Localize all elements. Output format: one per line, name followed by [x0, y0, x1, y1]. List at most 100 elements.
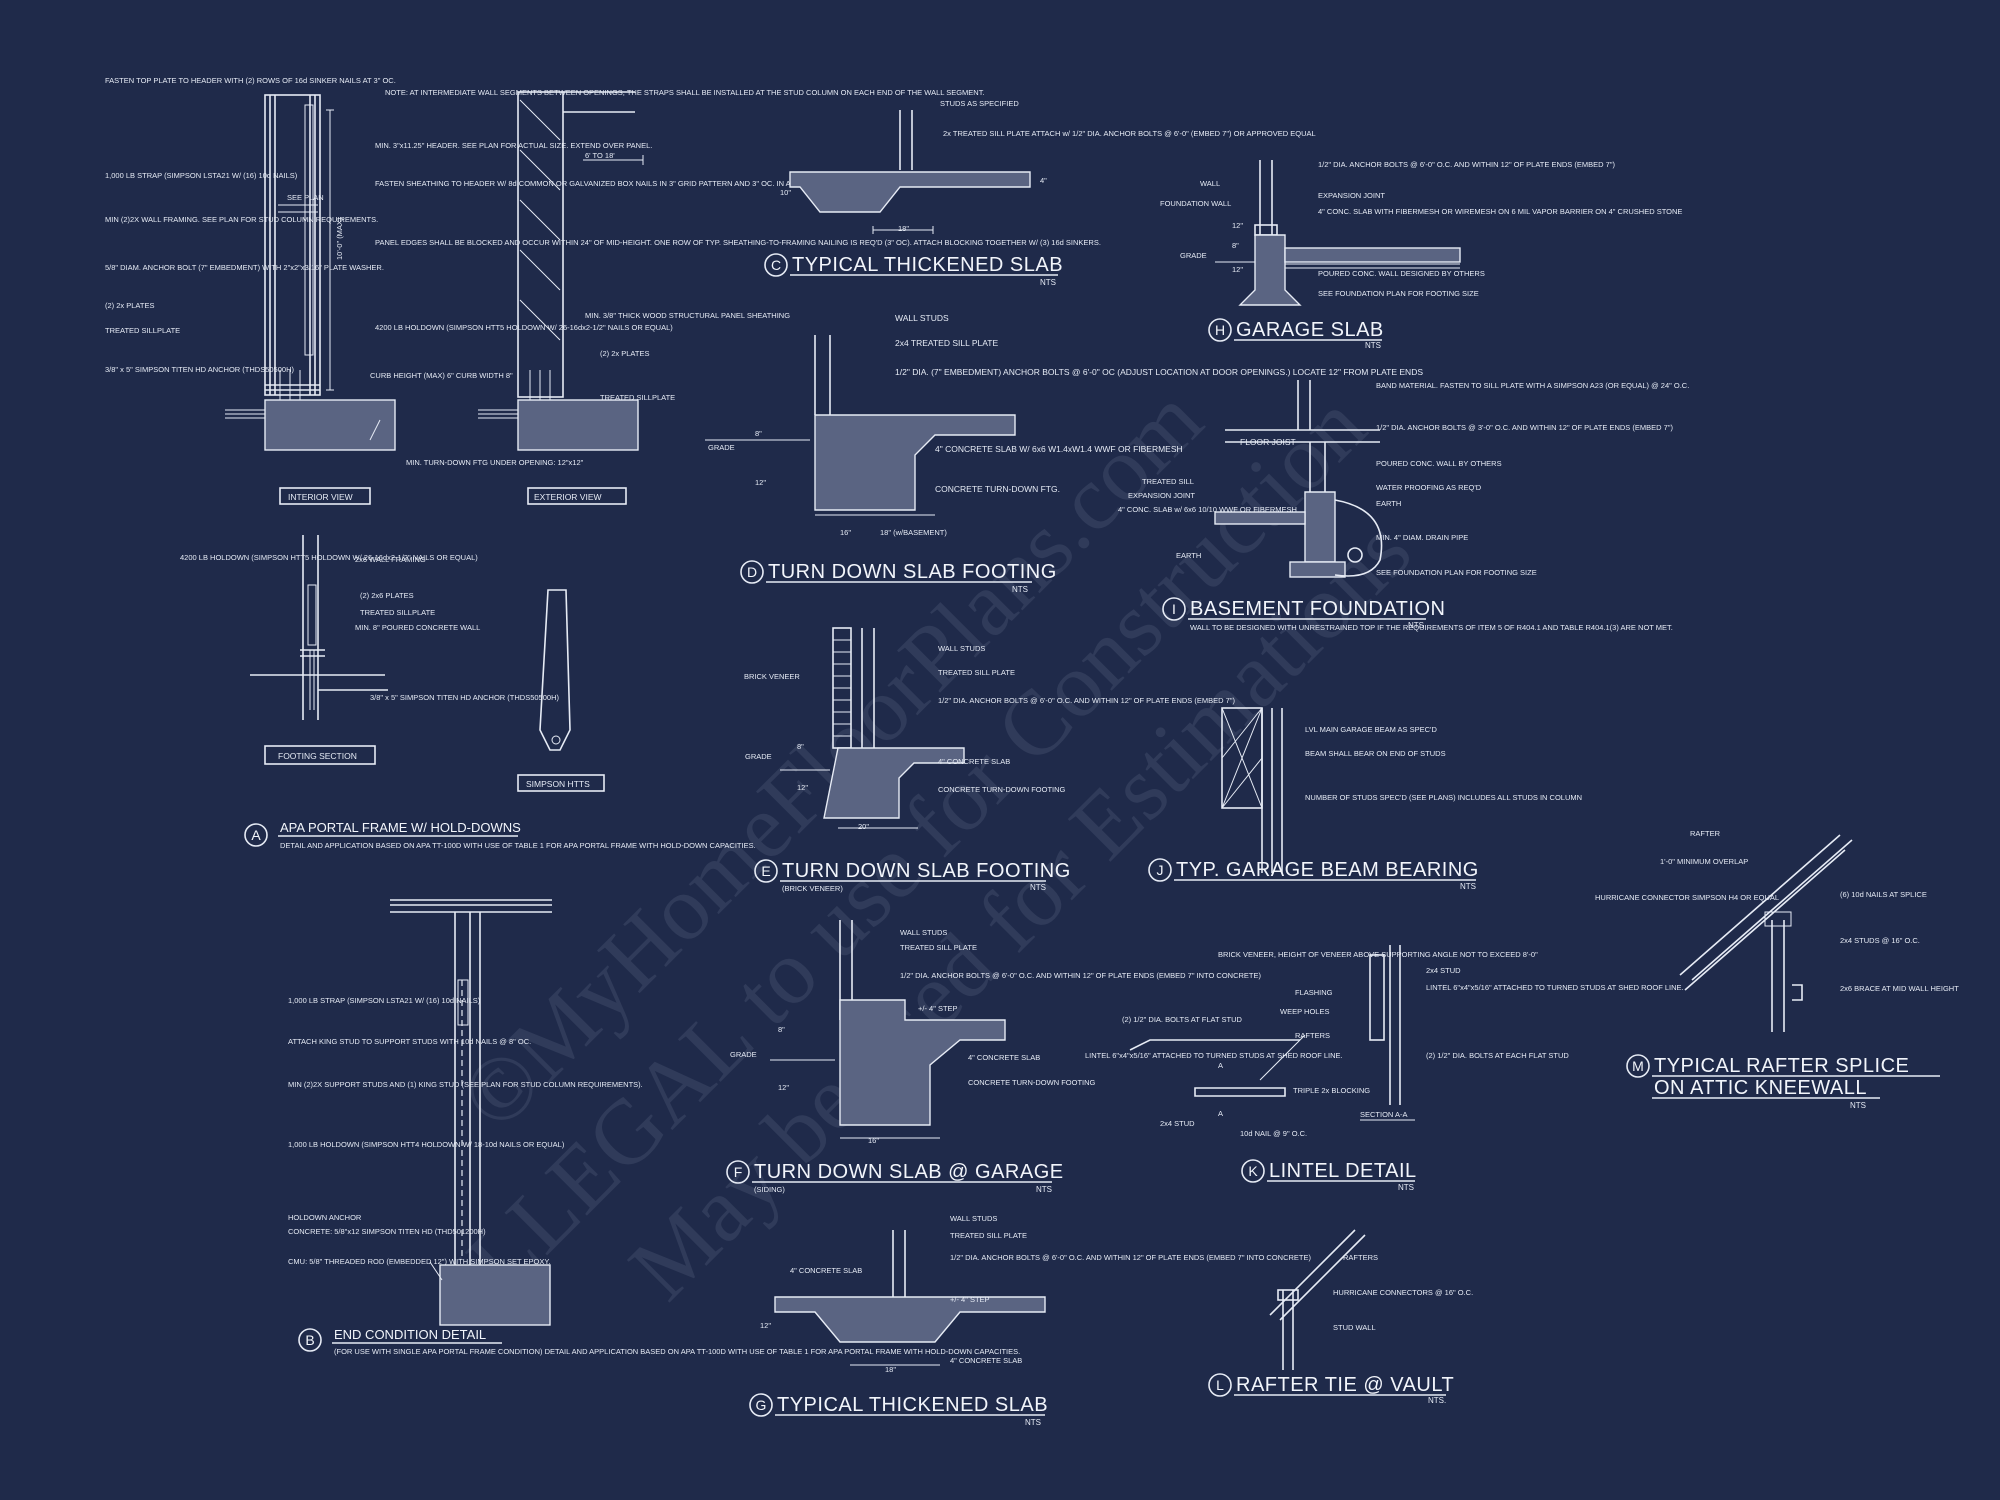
note-f-1: WALL STUDS [900, 928, 947, 937]
label-d-grade: GRADE [708, 443, 735, 452]
note-m-5: 2x4 STUDS @ 16" O.C. [1840, 936, 1920, 945]
note-k-left-7: TRIPLE 2x BLOCKING [1293, 1086, 1370, 1095]
dim-d-8: 8" [755, 429, 762, 438]
note-f-2: TREATED SILL PLATE [900, 943, 977, 952]
view-label-box-interior [279, 487, 371, 505]
note-h-4: POURED CONC. WALL DESIGNED BY OTHERS [1318, 269, 1485, 278]
detail-d-title: TURN DOWN SLAB FOOTING [768, 561, 1057, 583]
detail-i-title: BASEMENT FOUNDATION [1190, 598, 1445, 620]
note-i-4: WATER PROOFING AS REQ'D [1376, 483, 1482, 492]
note-a-mid-1: NOTE: AT INTERMEDIATE WALL SEGMENTS BETW… [385, 88, 985, 97]
note-a-foot-5: MIN. 8" POURED CONCRETE WALL [355, 623, 480, 632]
detail-i: FLOOR JOIST TREATED SILL EXPANSION JOINT… [1118, 380, 1689, 632]
note-d-3: 1/2" DIA. (7" EMBEDMENT) ANCHOR BOLTS @ … [895, 367, 1423, 377]
detail-g-nts: NTS [1025, 1418, 1041, 1427]
note-i-1: BAND MATERIAL. FASTEN TO SILL PLATE WITH… [1376, 381, 1689, 390]
note-h-2: EXPANSION JOINT [1318, 191, 1385, 200]
note-f-3: 1/2" DIA. ANCHOR BOLTS @ 6'-0" O.C. AND … [900, 971, 1262, 980]
dim-g-18: 18" [885, 1365, 896, 1374]
note-d-5: CONCRETE TURN-DOWN FTG. [935, 484, 1060, 494]
dim-d-18: 18" (w/BASEMENT) [880, 528, 947, 537]
dim-c-4: 4" [1040, 176, 1047, 185]
detail-g-title: TYPICAL THICKENED SLAB [777, 1394, 1048, 1416]
note-i-2: 1/2" DIA. ANCHOR BOLTS @ 3'-0" O.C. AND … [1376, 423, 1673, 432]
detail-l: RAFTERS HURRICANE CONNECTORS @ 16" O.C. … [1208, 1229, 1473, 1405]
note-a-right-2: (2) 2x PLATES [600, 349, 649, 358]
note-d-4: 4" CONCRETE SLAB W/ 6x6 W1.4xW1.4 WWF OR… [935, 444, 1183, 454]
note-b-5: HOLDOWN ANCHOR [288, 1213, 362, 1222]
note-h-5: SEE FOUNDATION PLAN FOR FOOTING SIZE [1318, 289, 1479, 298]
detail-e: BRICK VENEER GRADE 8" 12" 20" WALL STUDS… [744, 627, 1235, 893]
note-k-right-1: 2x4 STUD [1426, 966, 1461, 975]
label-see-plan: SEE PLAN [287, 193, 324, 202]
note-a-right-3: TREATED SILLPLATE [600, 393, 675, 402]
detail-d-nts: NTS [1012, 585, 1028, 594]
note-f-5: 4" CONCRETE SLAB [968, 1053, 1040, 1062]
note-k-left-5: (2) 1/2" DIA. BOLTS AT FLAT STUD [1122, 1015, 1242, 1024]
detail-f-title: TURN DOWN SLAB @ GARAGE [754, 1161, 1064, 1183]
detail-b-title: END CONDITION DETAIL [334, 1327, 486, 1342]
note-b-7: CMU: 5/8" THREADED ROD (EMBEDDED 12") WI… [288, 1257, 550, 1266]
dim-e-12: 12" [797, 783, 808, 792]
detail-a: INTERIOR VIEW SEE PLAN 10'-0" (MAX) 6' T… [105, 76, 1101, 850]
dim-h-1: 12" [1232, 221, 1243, 230]
mark-k-a-top: A [1218, 1061, 1223, 1070]
note-l-2: HURRICANE CONNECTORS @ 16" O.C. [1333, 1288, 1473, 1297]
note-h-3: 4" CONC. SLAB WITH FIBERMESH OR WIREMESH… [1318, 207, 1682, 216]
note-a-left-5: (2) 2x PLATES [105, 301, 154, 310]
dim-e-20: 20" [858, 822, 869, 831]
note-e-4: 4" CONCRETE SLAB [938, 757, 1010, 766]
detail-j-letter: J [1157, 862, 1164, 878]
detail-l-nts: NTS. [1428, 1396, 1446, 1405]
note-e-3: 1/2" DIA. ANCHOR BOLTS @ 6'-0" O.C. AND … [938, 696, 1235, 705]
view-label-footing-section: FOOTING SECTION [278, 751, 357, 761]
note-k-left-6: LINTEL 6"x4"x5/16" ATTACHED TO TURNED ST… [1085, 1051, 1343, 1060]
note-m-6: 2x6 BRACE AT MID WALL HEIGHT [1840, 984, 1959, 993]
detail-i-subtitle: WALL TO BE DESIGNED WITH UNRESTRAINED TO… [1190, 623, 1673, 632]
note-g-5: 4" CONCRETE SLAB [790, 1266, 862, 1275]
dim-h-3: 12" [1232, 265, 1243, 274]
label-i-expansion-joint: EXPANSION JOINT [1128, 491, 1195, 500]
detail-l-letter: L [1216, 1377, 1224, 1393]
note-l-1: RAFTERS [1343, 1253, 1378, 1262]
dim-d-12: 12" [755, 478, 766, 487]
label-i-floor-joist: FLOOR JOIST [1240, 437, 1296, 447]
note-b-2: ATTACH KING STUD TO SUPPORT STUDS WITH 1… [288, 1037, 531, 1046]
detail-f-subtitle: (SIDING) [754, 1185, 785, 1194]
detail-k-letter: K [1248, 1163, 1258, 1179]
detail-h-nts: NTS [1365, 341, 1381, 350]
label-i-slab: 4" CONC. SLAB w/ 6x6 10/10 WWF OR FIBERM… [1118, 505, 1297, 514]
view-label-box-exterior [527, 487, 627, 505]
label-h-foundation-wall: FOUNDATION WALL [1160, 199, 1231, 208]
note-d-2: 2x4 TREATED SILL PLATE [895, 338, 998, 348]
dim-c-18: 18" [898, 224, 909, 233]
mark-k-a-bottom: A [1218, 1109, 1223, 1118]
note-a-foot-2: 2x6 WALL FRAMING [355, 555, 426, 564]
detail-e-letter: E [761, 863, 770, 879]
note-a-mid-4: PANEL EDGES SHALL BE BLOCKED AND OCCUR W… [375, 238, 1101, 247]
note-b-4: 1,000 LB HOLDOWN (SIMPSON HTT4 HOLDOWN W… [288, 1140, 565, 1149]
dim-wall-height: 10'-0" (MAX) [335, 217, 344, 260]
detail-h-title: GARAGE SLAB [1236, 319, 1384, 341]
note-m-3: HURRICANE CONNECTOR SIMPSON H4 OR EQUAL [1595, 893, 1779, 902]
detail-a-letter: A [251, 827, 261, 843]
detail-j: LVL MAIN GARAGE BEAM AS SPEC'D BEAM SHAL… [1148, 707, 1582, 891]
note-e-1: WALL STUDS [938, 644, 985, 653]
note-i-7: SEE FOUNDATION PLAN FOR FOOTING SIZE [1376, 568, 1537, 577]
dim-c-10: 10" [780, 188, 791, 197]
note-k-left-1: BRICK VENEER, HEIGHT OF VENEER ABOVE SUP… [1218, 950, 1538, 959]
note-k-left-8: 2x4 STUD [1160, 1119, 1195, 1128]
note-a-left-7: 3/8" x 5" SIMPSON TITEN HD ANCHOR (THDS5… [105, 365, 294, 374]
detail-d: GRADE 8" 12" 16" 18" (w/BASEMENT) WALL S… [705, 313, 1423, 594]
detail-c-title: TYPICAL THICKENED SLAB [792, 254, 1063, 276]
note-a-mid-6: CURB HEIGHT (MAX) 6" CURB WIDTH 8" [370, 371, 513, 380]
detail-c-nts: NTS [1040, 278, 1056, 287]
detail-e-subtitle: (BRICK VENEER) [782, 884, 843, 893]
note-a-left-1: FASTEN TOP PLATE TO HEADER WITH (2) ROWS… [105, 76, 396, 85]
detail-a-title: APA PORTAL FRAME W/ HOLD-DOWNS [280, 820, 521, 835]
detail-g-letter: G [756, 1397, 767, 1413]
detail-a-exterior-view-drawing: 6' TO 18' EXTERIOR VIEW [478, 91, 644, 505]
detail-a-subtitle: DETAIL AND APPLICATION BASED ON APA TT-1… [280, 841, 756, 850]
note-g-2: TREATED SILL PLATE [950, 1231, 1027, 1240]
detail-i-letter: I [1172, 601, 1176, 617]
